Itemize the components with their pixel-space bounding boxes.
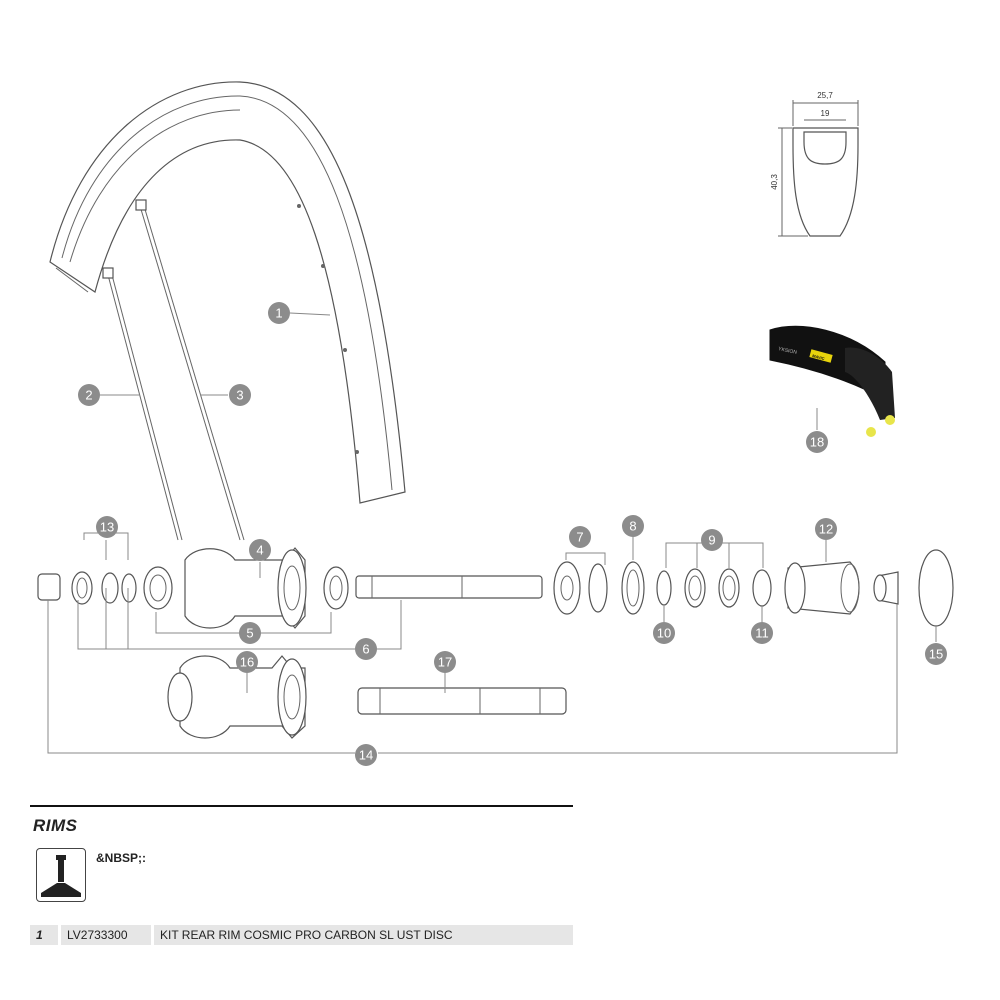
part-description: KIT REAR RIM COSMIC PRO CARBON SL UST DI…: [154, 925, 573, 945]
svg-text:1: 1: [275, 306, 282, 321]
section-title: RIMS: [33, 816, 78, 835]
rim-drawing: [49, 81, 406, 504]
spokes-drawing: [102, 199, 245, 541]
svg-text:12: 12: [819, 522, 833, 537]
svg-text:11: 11: [755, 626, 769, 641]
callout-1: 1: [268, 302, 290, 324]
callout-4: 4: [249, 539, 271, 561]
part-reference: LV2733300: [61, 925, 151, 945]
svg-text:2: 2: [85, 388, 92, 403]
tire-brand-label: MAVIC: [812, 353, 826, 361]
svg-text:14: 14: [359, 748, 373, 763]
exploded-parts-diagram: 25,7 19 40,3 MAVIC YKSION: [37, 81, 954, 766]
svg-text:9: 9: [708, 533, 715, 548]
section-divider: [30, 805, 573, 807]
callout-2: 2: [78, 384, 100, 406]
svg-text:10: 10: [657, 626, 671, 641]
leader-lines: [47, 312, 937, 754]
svg-text:5: 5: [246, 626, 253, 641]
part-number: 1: [30, 925, 58, 945]
tire-model-label: YKSION: [778, 346, 798, 356]
hub-parts-drawing: [37, 547, 954, 739]
callout-6: 6: [355, 638, 377, 660]
callout-7: 7: [569, 526, 591, 548]
icon-note: &NBSP;:: [96, 851, 146, 865]
svg-text:4: 4: [256, 543, 263, 558]
callout-13: 13: [96, 516, 118, 538]
svg-text:18: 18: [810, 435, 824, 450]
svg-text:13: 13: [100, 520, 114, 535]
callout-3: 3: [229, 384, 251, 406]
callout-8: 8: [622, 515, 644, 537]
callout-5: 5: [239, 622, 261, 644]
svg-text:15: 15: [929, 647, 943, 662]
callout-11: 11: [751, 622, 773, 644]
callout-9: 9: [701, 529, 723, 551]
svg-text:6: 6: [362, 642, 369, 657]
table-row: 1 LV2733300 KIT REAR RIM COSMIC PRO CARB…: [30, 925, 573, 945]
callout-16: 16: [236, 651, 258, 673]
callout-15: 15: [925, 643, 947, 665]
callout-10: 10: [653, 622, 675, 644]
svg-text:3: 3: [236, 388, 243, 403]
rim-profile-drawing: 25,7 19 40,3: [770, 91, 859, 237]
tubeless-valve-icon: [36, 848, 86, 902]
svg-text:17: 17: [438, 655, 452, 670]
callout-18: 18: [806, 431, 828, 453]
rim-height-label: 40,3: [770, 174, 779, 190]
callout-12: 12: [815, 518, 837, 540]
rim-inner-width-label: 19: [821, 109, 830, 118]
svg-text:8: 8: [629, 519, 636, 534]
tire-drawing: MAVIC YKSION: [769, 325, 895, 437]
svg-text:7: 7: [576, 530, 583, 545]
svg-text:16: 16: [240, 655, 254, 670]
callout-17: 17: [434, 651, 456, 673]
callout-14: 14: [355, 744, 377, 766]
rim-outer-width-label: 25,7: [817, 91, 833, 100]
